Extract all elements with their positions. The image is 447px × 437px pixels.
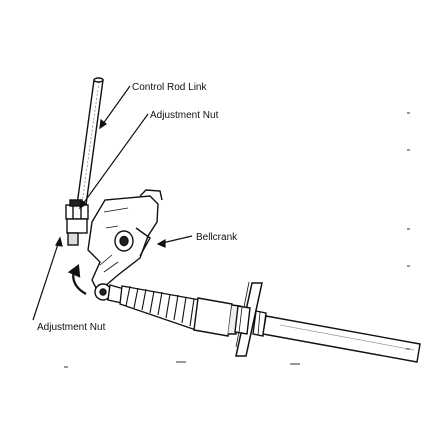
flange-nuts — [234, 305, 267, 337]
rotation-arrow — [67, 263, 87, 295]
label-bellcrank: Bellcrank — [196, 232, 238, 243]
margin-marks — [64, 112, 410, 368]
cable-conduit — [262, 315, 421, 363]
label-adjustment-nut-bottom: Adjustment Nut — [37, 322, 106, 333]
upper-adjustment-nut — [65, 199, 89, 246]
leader-lines — [32, 85, 193, 321]
cable-sleeve — [193, 297, 241, 337]
bellcrank — [114, 227, 151, 257]
label-control-rod-link: Control Rod Link — [132, 82, 207, 93]
label-adjustment-nut-top: Adjustment Nut — [150, 110, 219, 121]
